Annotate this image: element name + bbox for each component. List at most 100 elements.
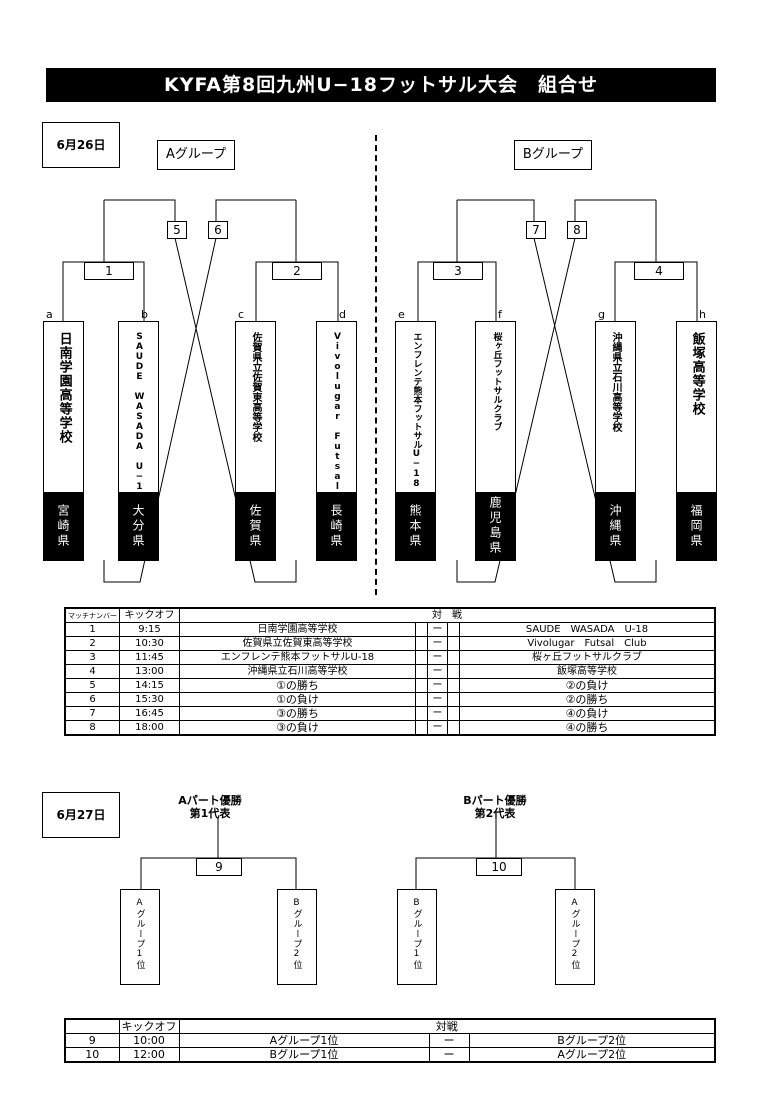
team-prefecture: 佐賀県: [248, 503, 262, 549]
cell-blank: [415, 720, 428, 736]
date-day2: 6月27日: [42, 792, 120, 838]
page-title: KYFA第8回九州U−18フットサル大会 組合せ: [46, 68, 716, 102]
cell-home: ③の勝ち: [179, 706, 416, 721]
cell-blank: [447, 692, 460, 707]
group-b-label: Bグループ: [514, 140, 592, 170]
team-prefecture: 熊本県: [408, 503, 422, 549]
header-vs: 対 戦: [179, 607, 716, 623]
cell-sep: ー: [427, 636, 448, 651]
match-number-5: 5: [167, 221, 187, 239]
cell-blank: [447, 636, 460, 651]
cell-time: 18:00: [119, 720, 180, 736]
team-box-g: 沖縄県立石川高等学校 沖縄県: [595, 321, 636, 561]
group-a-label: Aグループ: [157, 140, 235, 170]
team-prefecture: 鹿児島県: [488, 496, 502, 556]
cell-away: ④の負け: [459, 706, 716, 721]
team-name: エンフレンテ熊本フットサルU−18: [411, 332, 422, 489]
cell-away: SAUDE WASADA U-18: [459, 622, 716, 637]
part-a-title: Aパート優勝: [178, 794, 242, 807]
cell-no: 4: [64, 664, 120, 679]
cell-sep: ー: [427, 650, 448, 665]
header-vs: 対戦: [178, 1018, 716, 1034]
cell-blank: [447, 622, 460, 637]
cell-time: 15:30: [119, 692, 180, 707]
cell-away: Aグループ2位: [468, 1047, 716, 1063]
cell-blank: [447, 664, 460, 679]
cell-time: 13:00: [119, 664, 180, 679]
team-box-a: 日南学園高等学校 宮崎県: [43, 321, 84, 561]
cell-no: 3: [64, 650, 120, 665]
cell-no: 1: [64, 622, 120, 637]
cell-blank: [415, 622, 428, 637]
team-prefecture: 沖縄県: [608, 503, 622, 549]
match-number-6: 6: [208, 221, 228, 239]
cell-blank: [415, 650, 428, 665]
team-letter-h: h: [699, 308, 706, 321]
cell-away: ②の負け: [459, 678, 716, 693]
cell-time: 10:30: [119, 636, 180, 651]
cell-no: 2: [64, 636, 120, 651]
team-prefecture: 福岡県: [689, 503, 703, 549]
cell-blank: [447, 706, 460, 721]
team-name: Vivolugar Futsal Club: [332, 332, 343, 542]
match-number-3: 3: [433, 262, 483, 280]
cell-sep: ー: [427, 720, 448, 736]
cell-blank: [447, 720, 460, 736]
cell-sep: ー: [427, 692, 448, 707]
cell-blank: [447, 678, 460, 693]
part-b-label: Bパート優勝 第2代表: [445, 794, 545, 820]
team-prefecture: 宮崎県: [56, 503, 70, 549]
cell-time: 14:15: [119, 678, 180, 693]
cell-away: ④の勝ち: [459, 720, 716, 736]
team-letter-c: c: [238, 308, 245, 321]
match-number-4: 4: [634, 262, 684, 280]
cell-sep: ー: [427, 678, 448, 693]
match-number-2: 2: [272, 262, 322, 280]
cell-away: Vivolugar Futsal Club: [459, 636, 716, 651]
final-team-a1: Aグループ1位: [120, 889, 160, 985]
part-b-title: Bパート優勝: [463, 794, 527, 807]
cell-no: 6: [64, 692, 120, 707]
cell-blank: [415, 692, 428, 707]
cell-time: 9:15: [119, 622, 180, 637]
bracket-line-match-5: [174, 237, 297, 583]
cell-time: 12:00: [118, 1047, 180, 1063]
cell-home: ①の負け: [179, 692, 416, 707]
team-prefecture: 大分県: [131, 503, 145, 549]
header-kickoff: キックオフ: [119, 607, 180, 623]
cell-home: 沖縄県立石川高等学校: [179, 664, 416, 679]
team-name: 飯塚高等学校: [689, 332, 705, 416]
cell-blank: [415, 678, 428, 693]
cell-blank: [415, 706, 428, 721]
match-number-8: 8: [567, 221, 587, 239]
cell-away: ②の勝ち: [459, 692, 716, 707]
cell-no: 8: [64, 720, 120, 736]
cell-blank: [447, 650, 460, 665]
cell-time: 16:45: [119, 706, 180, 721]
cell-sep: ー: [427, 622, 448, 637]
cell-away: Bグループ2位: [468, 1033, 716, 1048]
team-letter-e: e: [398, 308, 405, 321]
cell-away: 桜ヶ丘フットサルクラブ: [459, 650, 716, 665]
table-header-row: キックオフ 対戦: [64, 1018, 716, 1034]
final-team-b1: Bグループ1位: [397, 889, 437, 985]
date-day1: 6月26日: [42, 122, 120, 168]
cell-sep: ー: [427, 664, 448, 679]
final-team-label: Bグループ2位: [291, 898, 302, 970]
cell-time: 10:00: [118, 1033, 180, 1048]
cell-time: 11:45: [119, 650, 180, 665]
team-box-h: 飯塚高等学校 福岡県: [676, 321, 717, 561]
cell-no: 7: [64, 706, 120, 721]
table-header-row: マッチナンバー キックオフ 対 戦: [64, 607, 716, 623]
bracket-line-match-8: [456, 237, 576, 583]
cell-home: ①の勝ち: [179, 678, 416, 693]
header-kickoff: キックオフ: [118, 1018, 180, 1034]
